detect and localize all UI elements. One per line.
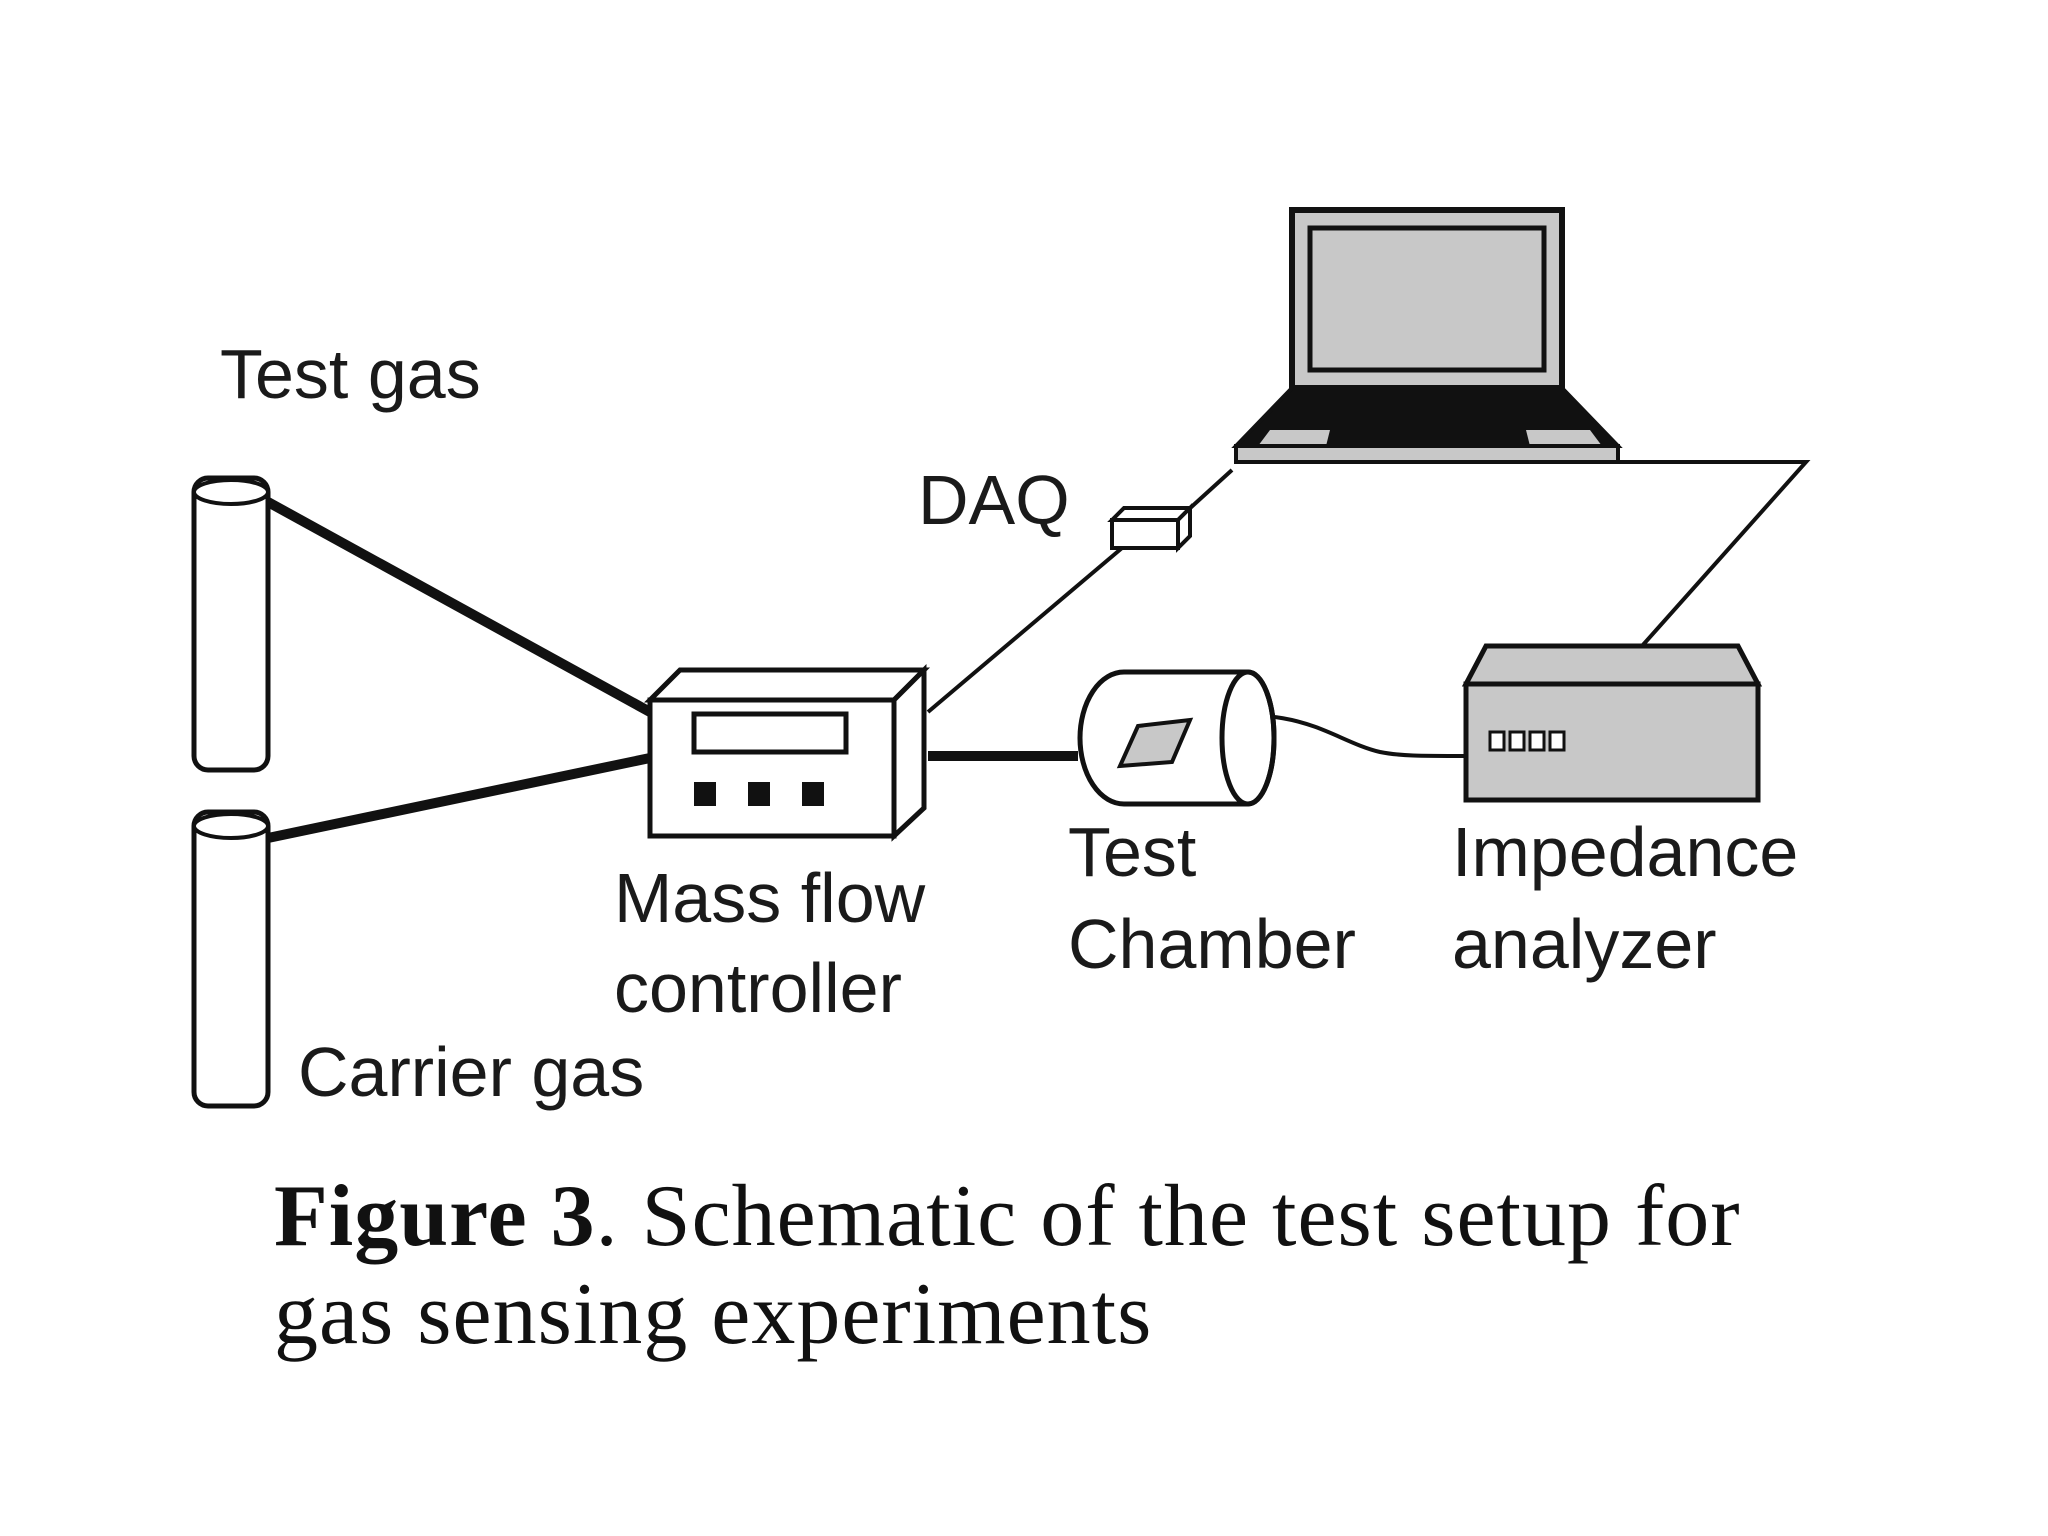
label-carrier-gas: Carrier gas [298,1033,644,1111]
label-analyzer-line2: analyzer [1452,905,1717,983]
label-chamber-line1: Test [1068,813,1196,891]
laptop-icon [1231,207,1623,464]
laptop-analyzer-wire [1618,460,1811,648]
caption-text: . Schematic of the test setup for gas se… [274,1168,1741,1363]
daq-laptop-wire [1186,468,1234,512]
mfc-button [748,782,770,806]
analyzer-port [1548,730,1566,752]
test-chamber [1077,669,1277,807]
label-mfc-line1: Mass flow [614,859,926,937]
test-gas-tube [265,497,653,717]
analyzer-port [1508,730,1526,752]
carrier-gas-cylinder [191,809,271,1109]
sensor-chip [1116,717,1194,769]
mfc-display [691,711,849,755]
analyzer-port [1528,730,1546,752]
label-mfc-line2: controller [614,949,902,1027]
label-analyzer-line1: Impedance [1452,813,1798,891]
mfc-button [802,782,824,806]
caption-figure-label: Figure 3 [274,1168,596,1265]
label-daq: DAQ [918,461,1070,539]
mass-flow-controller [643,663,931,842]
daq-box [1107,503,1195,553]
label-test-gas: Test gas [220,335,481,413]
figure-caption: Figure 3. Schematic of the test setup fo… [274,1168,1874,1364]
test-gas-cylinder [191,475,271,773]
impedance-analyzer [1461,643,1763,803]
carrier-gas-tube [266,753,652,843]
mfc-daq-wire [926,546,1124,714]
analyzer-port [1488,730,1506,752]
label-chamber-line2: Chamber [1068,905,1356,983]
mfc-button [694,782,716,806]
